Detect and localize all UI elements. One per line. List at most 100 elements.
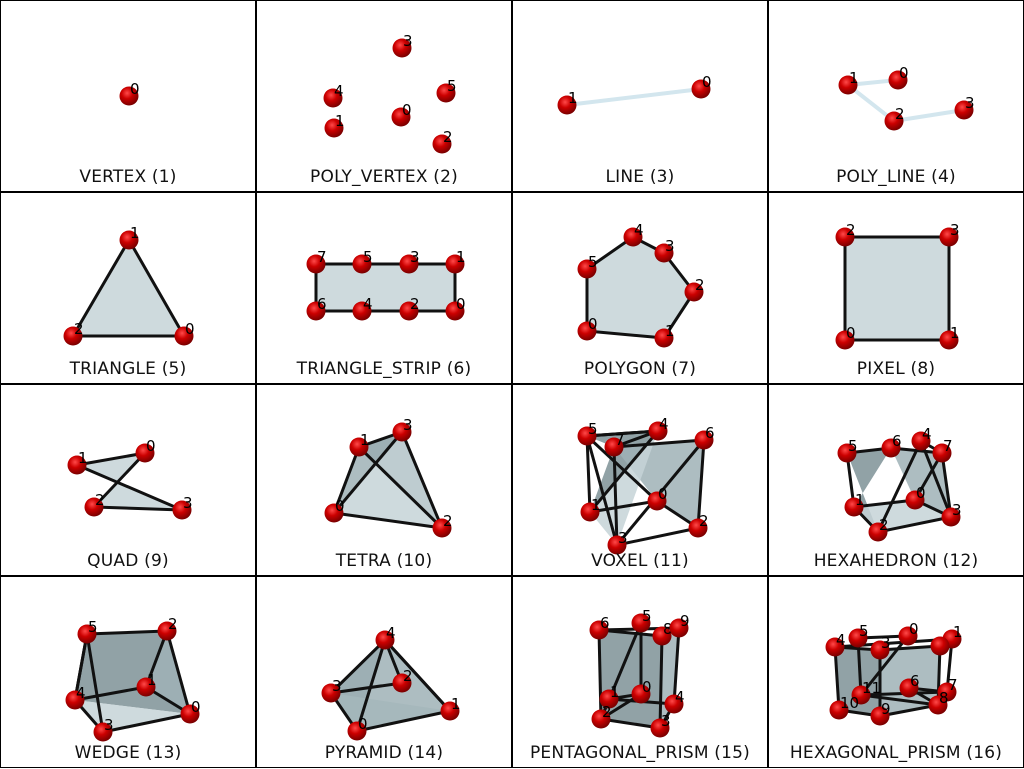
point-sphere-icon: 1 [119, 224, 140, 250]
cell-type-caption: HEXAGONAL_PRISM (16) [789, 743, 1003, 763]
point-sphere-icon: 3 [870, 634, 891, 660]
point-id-label: 6 [600, 614, 610, 632]
point-sphere-icon: 4 [648, 415, 669, 441]
cell-type-caption: TETRA (10) [335, 551, 433, 571]
point-sphere-icon: 3 [392, 32, 413, 58]
point-sphere-icon: 9 [669, 612, 690, 638]
point-id-label: 8 [663, 620, 673, 638]
point-id-label: 0 [846, 324, 856, 342]
cell-edge [355, 709, 452, 733]
point-sphere-icon: 2 [432, 512, 453, 538]
point-sphere-icon: 3 [954, 94, 975, 120]
point-id-label: 7 [948, 676, 958, 694]
point-sphere-icon: 3 [654, 237, 675, 263]
point-sphere-icon: 6 [589, 614, 610, 640]
point-sphere-icon: 3 [607, 529, 628, 555]
point-id-label: 2 [443, 512, 453, 530]
point-id-label: 3 [952, 501, 962, 519]
point-sphere-icon: 10 [829, 694, 859, 720]
cell-edge [597, 628, 603, 721]
cell-edge [585, 434, 619, 547]
point-id-label: 9 [680, 612, 690, 630]
point-sphere-icon: 1 [440, 695, 461, 721]
point-id-label: 2 [410, 295, 420, 313]
cell-edge [585, 329, 666, 340]
cell-edge [612, 438, 706, 449]
point-sphere-icon: 1 [838, 69, 859, 95]
point-sphere-icon: 3 [172, 494, 193, 520]
point-sphere-icon: 0 [898, 620, 919, 646]
point-id-label: 0 [658, 485, 668, 503]
cell-edge [585, 434, 592, 514]
point-id-label: 1 [360, 431, 370, 449]
point-id-label: 5 [859, 622, 869, 640]
point-sphere-icon: 6 [306, 295, 327, 321]
point-sphere-icon: 5 [631, 607, 652, 633]
point-id-label: 1 [335, 112, 345, 130]
point-sphere-icon: 3 [321, 677, 342, 703]
point-id-label: 0 [909, 620, 919, 638]
cell-render: 2 3 0 1 [835, 221, 960, 350]
point-sphere-icon: 1 [136, 671, 157, 697]
point-sphere-icon: 3 [650, 712, 671, 738]
point-id-label: 7 [943, 437, 953, 455]
cell-type-caption: PYRAMID (14) [324, 743, 444, 763]
point-id-label: 1 [591, 496, 601, 514]
cell-type-caption: LINE (3) [605, 167, 675, 187]
point-id-label: 2 [846, 221, 856, 239]
point-id-label: 6 [892, 432, 902, 450]
point-sphere-icon [930, 636, 950, 656]
cell-edge [878, 644, 942, 652]
point-id-label: 4 [386, 624, 396, 642]
cell-edge [332, 445, 361, 515]
cell-edge [75, 463, 184, 512]
point-sphere-icon: 4 [623, 221, 644, 247]
point-id-label: 2 [403, 667, 413, 685]
point-id-label: 1 [950, 324, 960, 342]
point-id-label: 3 [332, 677, 342, 695]
cell-edge [876, 439, 923, 534]
point-sphere-icon: 5 [848, 622, 869, 648]
point-sphere-icon: 3 [93, 716, 114, 742]
point-sphere-icon: 3 [392, 416, 413, 442]
point-sphere-icon: 5 [77, 618, 98, 644]
cell-edge [73, 685, 148, 702]
point-sphere-icon: 5 [577, 253, 598, 279]
point-id-label: 5 [447, 77, 457, 95]
point-id-label: 2 [695, 276, 705, 294]
point-id-label: 0 [456, 295, 466, 313]
cell-edge [599, 717, 662, 730]
point-id-label: 10 [840, 694, 859, 712]
cell-edge [833, 645, 841, 712]
point-id-label: 2 [443, 128, 453, 146]
point-id-label: 7 [615, 431, 625, 449]
point-sphere-icon: 1 [349, 431, 370, 457]
point-sphere-icon: 1 [445, 248, 466, 274]
cell-edge [355, 638, 387, 733]
point-id-label: 2 [168, 615, 178, 633]
cell-panel-vertex: 0 VERTEX (1) [0, 0, 256, 192]
point-id-label: 3 [410, 248, 420, 266]
cell-edge [672, 626, 681, 706]
point-sphere-icon: 3 [939, 221, 960, 247]
point-id-label: 2 [895, 105, 905, 123]
cell-edge [92, 505, 184, 512]
point-sphere-icon: 0 [835, 324, 856, 350]
point-sphere-icon: 1 [324, 112, 345, 138]
point-id-label: 2 [95, 491, 105, 509]
point-sphere-icon: 4 [352, 295, 373, 321]
point-id-label: 6 [317, 295, 327, 313]
